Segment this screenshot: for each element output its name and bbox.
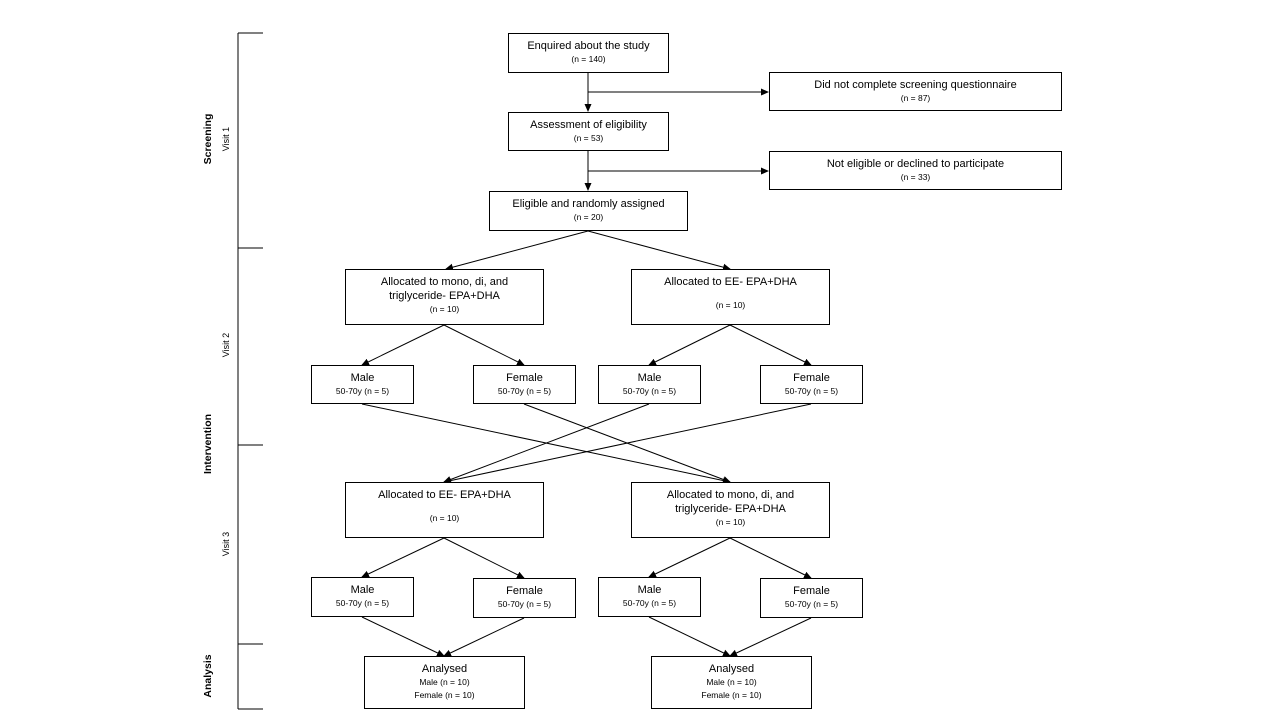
randomised-n: (n = 20): [573, 212, 604, 222]
arrow-v3tg-to-female: [729, 537, 812, 579]
box-visit2-tg-female: Female 50-70y (n = 5): [473, 365, 576, 404]
box-enquired: Enquired about the study (n = 140): [508, 33, 669, 73]
arrow-v2tg-to-female: [443, 324, 525, 366]
not-eligible-label: Not eligible or declined to participate: [826, 158, 1005, 170]
arrow-v3tg-female-to-analysed: [729, 617, 812, 657]
visit2-alloc-ee-line1: Allocated to EE- EPA+DHA: [664, 276, 797, 288]
enquired-label: Enquired about the study: [527, 40, 650, 52]
visit3-alloc-tg-n: (n = 10): [715, 517, 746, 527]
box-randomised: Eligible and randomly assigned (n = 20): [489, 191, 688, 231]
analysed-right-female: Female (n = 10): [701, 690, 762, 700]
assessment-n: (n = 53): [573, 133, 604, 143]
visit2-alloc-tg-line1: Allocated to mono, di, and: [380, 276, 509, 288]
visit3-ee-male-sub: 50-70y (n = 5): [335, 598, 390, 608]
visit2-alloc-tg-line2: triglyceride- EPA+DHA: [389, 290, 500, 302]
crossover-ee-female: [443, 403, 812, 484]
visit-label-2: Visit 2: [221, 332, 231, 358]
analysed-right-label: Analysed: [708, 663, 755, 675]
visit2-alloc-ee-n: (n = 10): [715, 300, 746, 310]
box-visit2-ee-female: Female 50-70y (n = 5): [760, 365, 863, 404]
arrow-v2tg-to-male: [361, 324, 445, 366]
box-not-complete: Did not complete screening questionnaire…: [769, 72, 1062, 111]
enquired-n: (n = 140): [571, 54, 606, 64]
visit2-ee-female-sub: 50-70y (n = 5): [784, 386, 839, 396]
analysed-right-male: Male (n = 10): [706, 677, 757, 687]
phase-bracket: [237, 32, 263, 710]
randomised-label: Eligible and randomly assigned: [512, 198, 665, 210]
box-visit3-tg-male: Male 50-70y (n = 5): [598, 577, 701, 617]
box-visit3-alloc-ee: Allocated to EE- EPA+DHA (n = 10): [345, 482, 544, 538]
crossover-ee-male: [443, 403, 650, 483]
not-complete-n: (n = 87): [900, 93, 931, 103]
assessment-label: Assessment of eligibility: [530, 119, 647, 131]
visit2-tg-male-sub: 50-70y (n = 5): [335, 386, 390, 396]
box-visit2-alloc-tg: Allocated to mono, di, and triglyceride-…: [345, 269, 544, 325]
box-analysed-left: Analysed Male (n = 10) Female (n = 10): [364, 656, 525, 709]
phase-label-intervention: Intervention: [202, 413, 214, 475]
arrow-v3ee-to-male: [361, 537, 445, 578]
not-complete-label: Did not complete screening questionnaire: [814, 79, 1017, 91]
visit2-tg-female-sub: 50-70y (n = 5): [497, 386, 552, 396]
visit3-alloc-ee-line1: Allocated to EE- EPA+DHA: [378, 489, 511, 501]
analysed-left-female: Female (n = 10): [414, 690, 475, 700]
visit3-tg-female-label: Female: [793, 585, 830, 597]
visit2-alloc-tg-n: (n = 10): [429, 304, 460, 314]
arrow-v3ee-female-to-analysed: [443, 617, 525, 657]
box-visit3-tg-female: Female 50-70y (n = 5): [760, 578, 863, 618]
visit2-ee-male-label: Male: [637, 372, 662, 384]
visit3-ee-male-label: Male: [350, 584, 375, 596]
visit2-ee-male-sub: 50-70y (n = 5): [622, 386, 677, 396]
analysed-left-label: Analysed: [421, 663, 468, 675]
visit3-tg-male-sub: 50-70y (n = 5): [622, 598, 677, 608]
visit3-ee-female-sub: 50-70y (n = 5): [497, 599, 552, 609]
box-visit3-ee-male: Male 50-70y (n = 5): [311, 577, 414, 617]
box-not-eligible: Not eligible or declined to participate …: [769, 151, 1062, 190]
box-visit3-alloc-tg: Allocated to mono, di, and triglyceride-…: [631, 482, 830, 538]
visit3-alloc-ee-n: (n = 10): [429, 513, 460, 523]
visit3-tg-male-label: Male: [637, 584, 662, 596]
visit3-alloc-tg-line2: triglyceride- EPA+DHA: [675, 503, 786, 515]
visit3-tg-female-sub: 50-70y (n = 5): [784, 599, 839, 609]
not-eligible-n: (n = 33): [900, 172, 931, 182]
box-assessment: Assessment of eligibility (n = 53): [508, 112, 669, 151]
visit2-ee-female-label: Female: [793, 372, 830, 384]
box-analysed-right: Analysed Male (n = 10) Female (n = 10): [651, 656, 812, 709]
box-visit2-tg-male: Male 50-70y (n = 5): [311, 365, 414, 404]
box-visit3-ee-female: Female 50-70y (n = 5): [473, 578, 576, 618]
arrow-randomised-to-ee: [587, 230, 731, 271]
box-visit2-alloc-ee: Allocated to EE- EPA+DHA (n = 10): [631, 269, 830, 325]
visit2-tg-female-label: Female: [506, 372, 543, 384]
arrow-v3tg-to-male: [648, 537, 731, 578]
visit-label-3: Visit 3: [221, 531, 231, 557]
visit-label-1: Visit 1: [221, 126, 231, 152]
arrow-v2ee-to-female: [729, 324, 812, 366]
visit2-tg-male-label: Male: [350, 372, 375, 384]
arrow-v3ee-male-to-analysed: [361, 616, 445, 657]
arrow-v3tg-male-to-analysed: [648, 616, 731, 657]
arrow-v3ee-to-female: [443, 537, 525, 579]
arrow-randomised-to-tg: [445, 230, 589, 271]
analysed-left-male: Male (n = 10): [419, 677, 470, 687]
phase-label-screening: Screening: [202, 113, 214, 165]
visit3-ee-female-label: Female: [506, 585, 543, 597]
box-visit2-ee-male: Male 50-70y (n = 5): [598, 365, 701, 404]
phase-label-analysis: Analysis: [202, 654, 214, 698]
visit3-alloc-tg-line1: Allocated to mono, di, and: [666, 489, 795, 501]
arrow-v2ee-to-male: [648, 324, 731, 366]
